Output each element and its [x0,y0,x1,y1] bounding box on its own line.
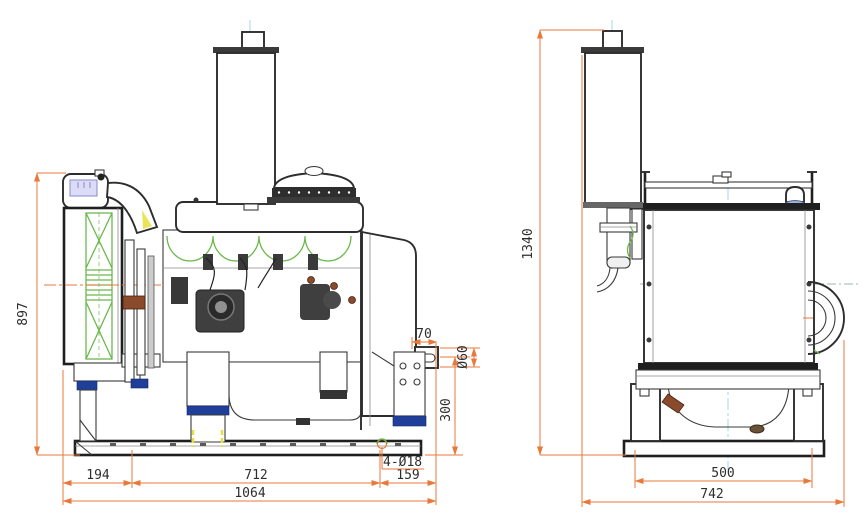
side-body [643,209,815,364]
rear-foot [393,351,426,417]
side-inlet-pipe [606,207,631,264]
sump [186,351,230,407]
front-dimensions: 897 194 712 159 1064 70 Ø60 [16,172,480,505]
side-muffler-stub [602,30,623,49]
dim-shaft-extension: 70 [416,327,432,342]
muffler-outlet-stub [241,31,265,49]
filler-cap-icon [785,186,805,203]
front-fan-drive [122,239,155,389]
dim-overall-height-front: 897 [16,302,31,325]
rear-foot-pad [392,415,427,427]
side-oil-pan [661,370,790,434]
dim-overall-height-side: 1340 [521,228,536,259]
drain-pipe-curve [596,267,619,293]
muffler-body [216,52,276,205]
front-muffler [213,20,279,211]
side-dimensions: 1340 500 742 [521,29,845,507]
governor [300,284,330,320]
top-clip [712,175,729,184]
pan-fitting [661,393,685,414]
dim-mounting-holes: 4-Ø18 [383,455,422,470]
radiator-cap-icon [97,173,105,181]
hose-highlight [142,210,152,229]
dim-overall-width: 742 [700,487,723,502]
side-pulley-arcs [803,281,845,355]
wing-nut-icon [304,165,324,177]
side-muffler-body [584,52,642,204]
dim-shaft-diameter: Ø60 [456,345,471,368]
dim-foot-pitch-front: 194 [86,468,110,483]
fuel-lines [205,257,277,291]
radiator-core [85,212,113,360]
drain-plug [296,418,310,425]
fan-support-pad [130,378,149,389]
dim-mounting-span: 500 [711,466,734,481]
front-air-cleaner [267,165,360,203]
pan-drain-plug [749,424,765,434]
dim-overall-length: 1064 [234,486,265,501]
front-flywheel-housing [361,230,470,427]
front-upper-hose [105,181,159,235]
dim-shaft-center-height: 300 [439,398,454,421]
oil-filter [319,351,348,393]
sump-pad [186,405,230,416]
front-base-frame [73,439,423,457]
side-muffler [581,20,644,293]
side-view: 1340 500 742 [521,20,860,507]
side-radiator [629,171,821,390]
front-view: 897 194 712 159 1064 70 Ø60 [16,20,480,505]
accessory-left [171,277,188,304]
dim-foot-pitch-main: 712 [244,468,267,483]
fan-hub [122,295,146,310]
front-engine-block [162,205,392,447]
dim-foot-pitch-rear: 159 [396,468,419,483]
front-mount-pad [76,380,98,391]
